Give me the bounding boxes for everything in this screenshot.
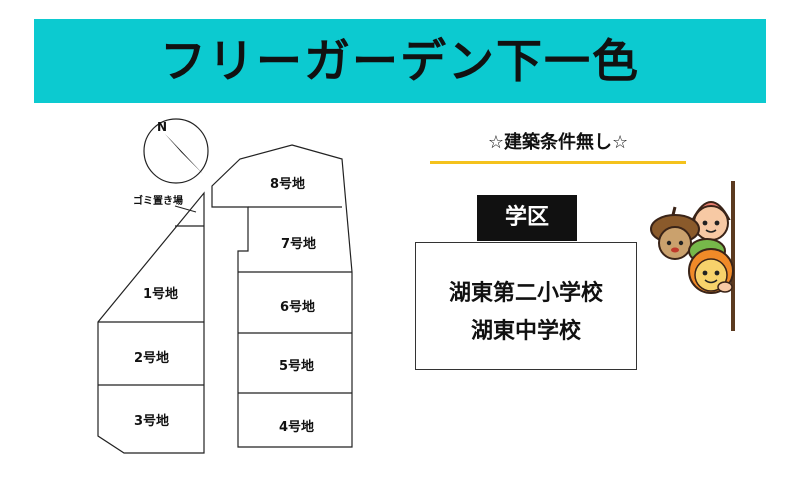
acorn-character-icon: [650, 206, 700, 260]
left-block: [97, 191, 205, 454]
plot-1-label: 1号地: [143, 287, 179, 302]
plot-2-label: 2号地: [134, 351, 170, 366]
plot-8-label: 8号地: [270, 177, 306, 192]
garbage-area-label: ゴミ置き場: [133, 196, 183, 207]
mascot-illustration: [650, 181, 735, 331]
school-district-box: 湖東第二小学校 湖東中学校: [415, 242, 637, 370]
building-condition-note: ☆建築条件無し☆: [487, 132, 629, 153]
garbage-pointer: [174, 205, 197, 213]
right-block: [211, 144, 353, 448]
compass-north-label: N: [157, 120, 167, 134]
elementary-school: 湖東第二小学校: [448, 281, 603, 306]
compass-icon: N: [143, 118, 209, 184]
pink-character-icon: [691, 201, 731, 241]
plot-7-label: 7号地: [281, 237, 317, 252]
page-title: フリーガーデン下一色: [160, 34, 640, 88]
plot-5-label: 5号地: [279, 359, 315, 374]
junior-high-school: 湖東中学校: [470, 319, 581, 344]
orange-character-icon: [688, 248, 734, 294]
plot-4-label: 4号地: [279, 420, 315, 435]
note-underline: [430, 161, 686, 164]
pole: [731, 181, 735, 331]
plot-6-label: 6号地: [280, 300, 316, 315]
school-district-tag: 学区: [477, 195, 577, 241]
title-banner: フリーガーデン下一色: [34, 19, 766, 103]
plot-3-label: 3号地: [134, 414, 170, 429]
